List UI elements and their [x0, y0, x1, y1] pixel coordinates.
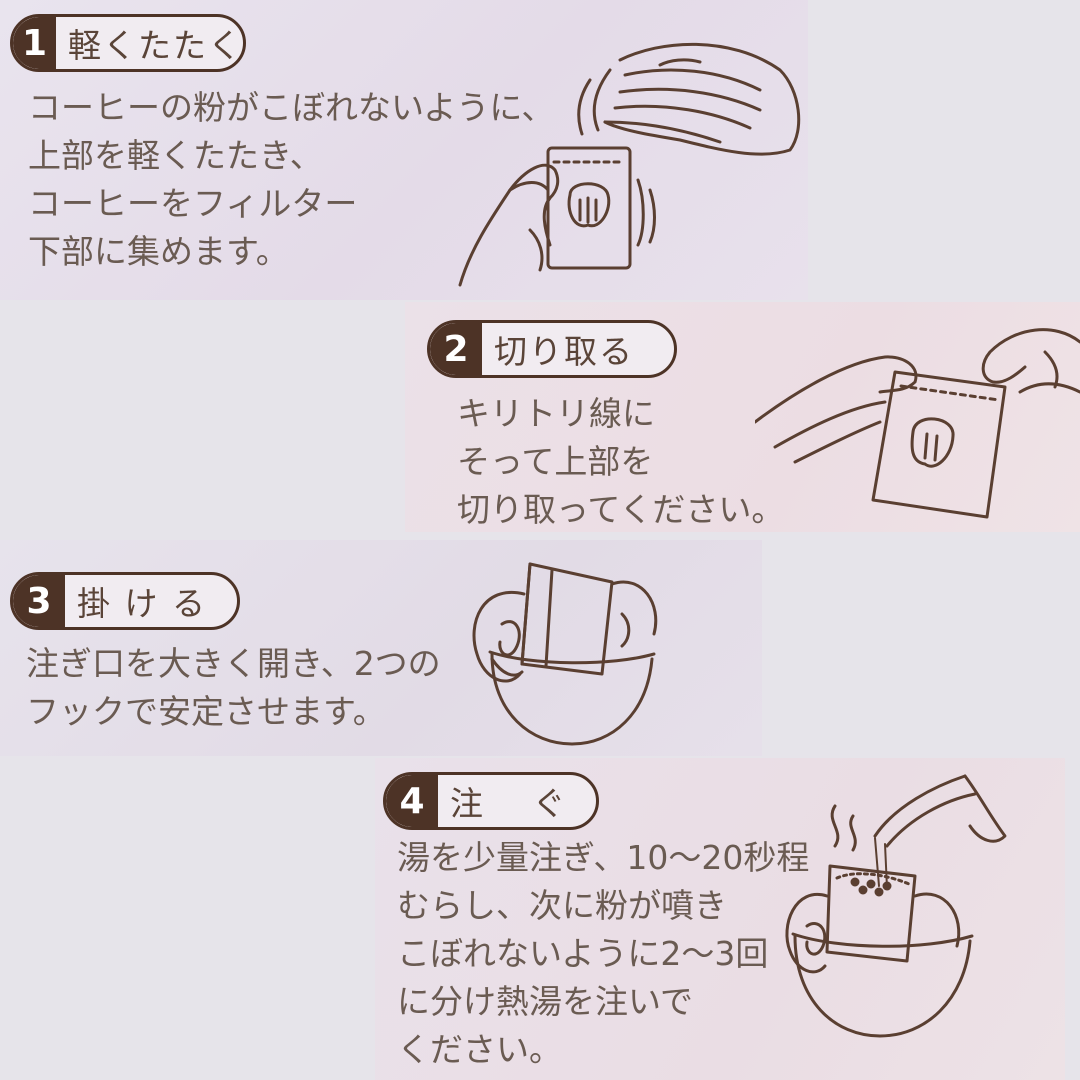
step-2-line: 切り取ってください。	[457, 490, 785, 529]
step-2-description: キリトリ線に そって上部を 切り取ってください。	[457, 390, 784, 534]
step-1-line: 下部に集めます。	[28, 232, 289, 271]
step-2-line: キリトリ線に	[457, 394, 655, 433]
pouring-water-icon	[775, 766, 1015, 1056]
step-4-number: 4	[386, 775, 438, 827]
step-2-title: 切り取る	[494, 332, 634, 371]
step-3-label: 3 掛 け る	[10, 572, 240, 630]
step-3-panel: 3 掛 け る 注ぎ口を大きく開き、2つの フックで安定させます。	[0, 540, 762, 756]
step-4-line: ください。	[397, 1030, 562, 1069]
filter-on-cup-icon	[462, 554, 672, 749]
step-1-label: 1 軽くたたく	[10, 14, 246, 72]
step-2-panel: 2 切り取る キリトリ線に そって上部を 切り取ってください。	[405, 302, 1080, 532]
step-4-description: 湯を少量注ぎ、10〜20秒程 むらし、次に粉が噴き こぼれないように2〜3回 に…	[397, 834, 809, 1074]
step-4-line: こぼれないように2〜3回	[397, 934, 769, 973]
step-4-panel: 4 注 ぐ 湯を少量注ぎ、10〜20秒程 むらし、次に粉が噴き こぼれないように…	[375, 758, 1065, 1080]
step-4-line: 湯を少量注ぎ、10〜20秒程	[397, 838, 810, 877]
step-3-description: 注ぎ口を大きく開き、2つの フックで安定させます。	[26, 640, 441, 736]
step-1-line: コーヒーをフィルター	[28, 184, 358, 223]
step-4-title: 注 ぐ	[450, 784, 568, 823]
step-1-title: 軽くたたく	[68, 26, 243, 65]
step-3-line: 注ぎ口を大きく開き、2つの	[26, 644, 441, 683]
step-1-line: 上部を軽くたたき、	[28, 136, 323, 175]
step-3-title: 掛 け る	[77, 584, 207, 623]
step-4-line: むらし、次に粉が噴き	[397, 886, 727, 925]
step-2-label: 2 切り取る	[427, 320, 677, 378]
step-3-number: 3	[13, 575, 65, 627]
step-1-panel: 1 軽くたたく コーヒーの粉がこぼれないように、 上部を軽くたたき、 コーヒーを…	[0, 0, 808, 300]
step-3-line: フックで安定させます。	[26, 692, 386, 731]
hand-tapping-pouch-icon	[430, 30, 810, 295]
hands-tearing-pouch-icon	[755, 312, 1080, 527]
step-2-line: そって上部を	[457, 442, 654, 481]
step-1-description: コーヒーの粉がこぼれないように、 上部を軽くたたき、 コーヒーをフィルター 下部…	[28, 84, 554, 276]
step-1-line: コーヒーの粉がこぼれないように、	[28, 88, 555, 127]
step-4-line: に分け熱湯を注いで	[397, 982, 694, 1021]
step-2-number: 2	[430, 323, 482, 375]
step-1-number: 1	[13, 17, 56, 69]
step-4-label: 4 注 ぐ	[383, 772, 599, 830]
